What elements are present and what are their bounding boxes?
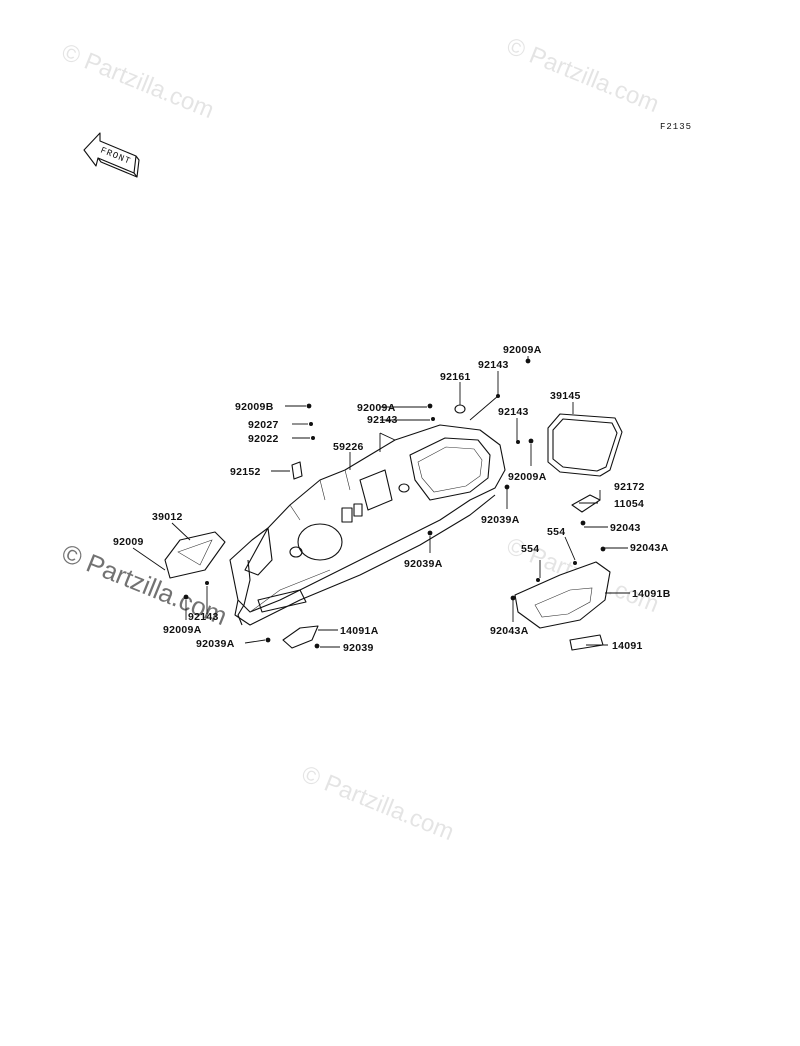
figure-code: F2135 <box>660 122 692 132</box>
bottom-cover-illustration <box>282 625 319 649</box>
part-label-92022: 92022 <box>248 433 279 445</box>
part-label-14091: 14091 <box>612 640 643 652</box>
part-label-92009a: 92009A <box>503 344 542 356</box>
watermark: © Partzilla.com <box>503 33 663 119</box>
part-label-92039a: 92039A <box>481 514 520 526</box>
part-label-92043a: 92043A <box>490 625 529 637</box>
glove-box-illustration <box>164 531 226 579</box>
part-label-92027: 92027 <box>248 419 279 431</box>
part-label-92143: 92143 <box>478 359 509 371</box>
part-label-92039a: 92039A <box>404 558 443 570</box>
part-label-92043a: 92043A <box>630 542 669 554</box>
part-label-92143: 92143 <box>367 414 398 426</box>
part-label-92009: 92009 <box>113 536 144 548</box>
part-label-92039a: 92039A <box>196 638 235 650</box>
part-label-92043: 92043 <box>610 522 641 534</box>
part-label-39012: 39012 <box>152 511 183 523</box>
fastener-dots <box>183 358 606 649</box>
part-label-92039: 92039 <box>343 642 374 654</box>
part-label-92009a: 92009A <box>508 471 547 483</box>
grommet-illustration <box>454 404 466 414</box>
part-label-554: 554 <box>547 526 565 538</box>
part-label-11054: 11054 <box>614 498 644 510</box>
part-label-92172: 92172 <box>614 481 645 493</box>
part-label-92009a: 92009A <box>163 624 202 636</box>
part-label-92161: 92161 <box>440 371 471 383</box>
leader-lines <box>132 356 630 648</box>
part-label-39145: 39145 <box>550 390 581 402</box>
part-label-59226: 59226 <box>333 441 364 453</box>
gasket-illustration <box>547 413 623 477</box>
part-label-554: 554 <box>521 543 539 555</box>
part-label-14091a: 14091A <box>340 625 379 637</box>
lower-cover-illustration <box>514 561 611 651</box>
part-label-92152: 92152 <box>230 466 261 478</box>
part-label-92009b: 92009B <box>235 401 274 413</box>
watermark: © Partzilla.com <box>58 39 218 125</box>
instrument-panel-illustration <box>229 424 506 626</box>
clip-illustration <box>291 461 303 480</box>
watermark: © Partzilla.com <box>298 761 458 847</box>
front-arrow-icon: FRONT <box>83 132 140 178</box>
part-label-92143: 92143 <box>188 611 219 623</box>
part-label-14091b: 14091B <box>632 588 671 600</box>
part-label-92009a: 92009A <box>357 402 396 414</box>
bracket-illustration <box>571 494 601 513</box>
part-label-92143: 92143 <box>498 406 529 418</box>
